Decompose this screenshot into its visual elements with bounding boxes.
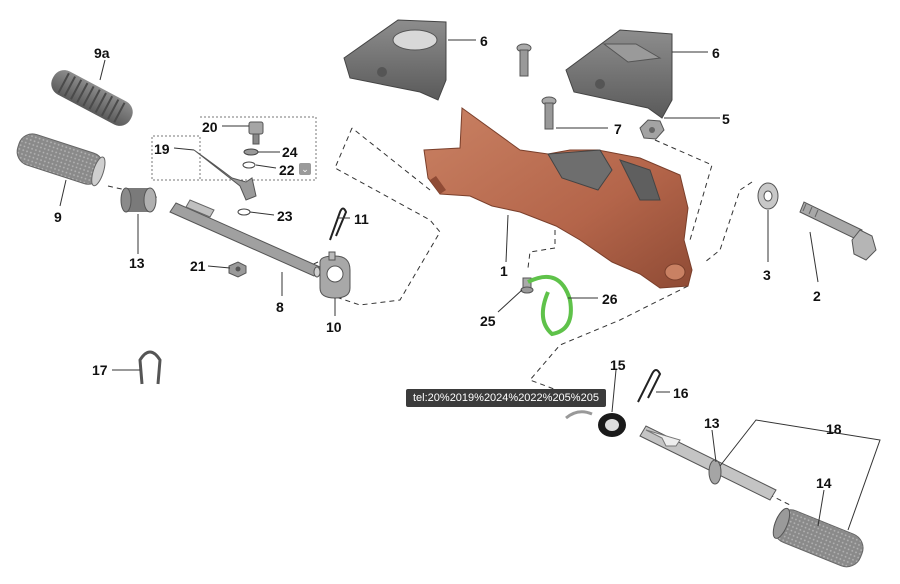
washer-22[interactable] [242, 161, 256, 169]
bolt-2[interactable] [799, 201, 877, 261]
clip-11[interactable] [329, 207, 348, 241]
washer-23[interactable] [237, 208, 251, 216]
clamp-10[interactable] [319, 251, 351, 299]
shaft-13[interactable] [639, 425, 777, 501]
label-p11: 11 [354, 211, 369, 227]
label-p6b: 6 [712, 45, 720, 61]
label-p16: 16 [673, 385, 689, 401]
link-tooltip: tel:20%2019%2024%2022%205%205 [406, 389, 606, 407]
screw-20[interactable] [248, 121, 264, 145]
pin-25[interactable] [520, 277, 534, 294]
washer-3[interactable] [757, 182, 779, 210]
label-p10: 10 [326, 319, 342, 335]
bushing-13[interactable] [120, 187, 157, 213]
washer-24[interactable] [243, 148, 259, 156]
label-p24: 24 [282, 144, 298, 160]
label-p21: 21 [190, 258, 206, 274]
ring-15[interactable] [565, 410, 626, 437]
screw-7[interactable] [541, 96, 557, 130]
label-p9: 9 [54, 209, 62, 225]
label-p20: 20 [202, 119, 218, 135]
label-p6a: 6 [480, 33, 488, 49]
label-p25: 25 [480, 313, 496, 329]
label-p7: 7 [614, 121, 622, 137]
screw-7-top[interactable] [516, 43, 532, 77]
label-p23: 23 [277, 208, 293, 224]
clip-16[interactable] [637, 369, 662, 403]
label-p19: 19 [154, 141, 170, 157]
part-labels: 6 6 7 5 3 2 9a 9 13 8 10 11 21 19 20 24 … [54, 33, 842, 491]
housing-1[interactable] [423, 107, 693, 289]
label-p15: 15 [610, 357, 626, 373]
nut-5[interactable] [639, 119, 665, 140]
detail-box [151, 116, 317, 181]
grip-14[interactable] [770, 505, 868, 571]
cover-6-left[interactable] [343, 19, 447, 101]
label-p5: 5 [722, 111, 730, 127]
label-p9a: 9a [94, 45, 110, 61]
nut-21[interactable] [228, 261, 247, 278]
grip-9a[interactable] [47, 66, 137, 130]
label-p13b: 13 [704, 415, 720, 431]
label-p13a: 13 [129, 255, 145, 271]
label-p3: 3 [763, 267, 771, 283]
bracket-18 [719, 419, 881, 531]
label-p26: 26 [602, 291, 618, 307]
label-p14: 14 [816, 475, 832, 491]
label-p8: 8 [276, 299, 284, 315]
grip-9[interactable] [14, 130, 109, 188]
label-p17: 17 [92, 362, 108, 378]
cover-6-right[interactable] [565, 29, 673, 119]
clip-17[interactable] [138, 350, 162, 385]
label-p18: 18 [826, 421, 842, 437]
shaft-8[interactable] [169, 199, 321, 278]
expand-button[interactable]: ⌄ [299, 163, 311, 175]
chevron-down-icon: ⌄ [301, 164, 309, 174]
lever-19[interactable] [193, 149, 257, 201]
label-p1: 1 [500, 263, 508, 279]
wire-26[interactable] [527, 275, 573, 337]
label-p22: 22 [279, 162, 295, 178]
leader-lines [59, 39, 825, 527]
label-p2: 2 [813, 288, 821, 304]
